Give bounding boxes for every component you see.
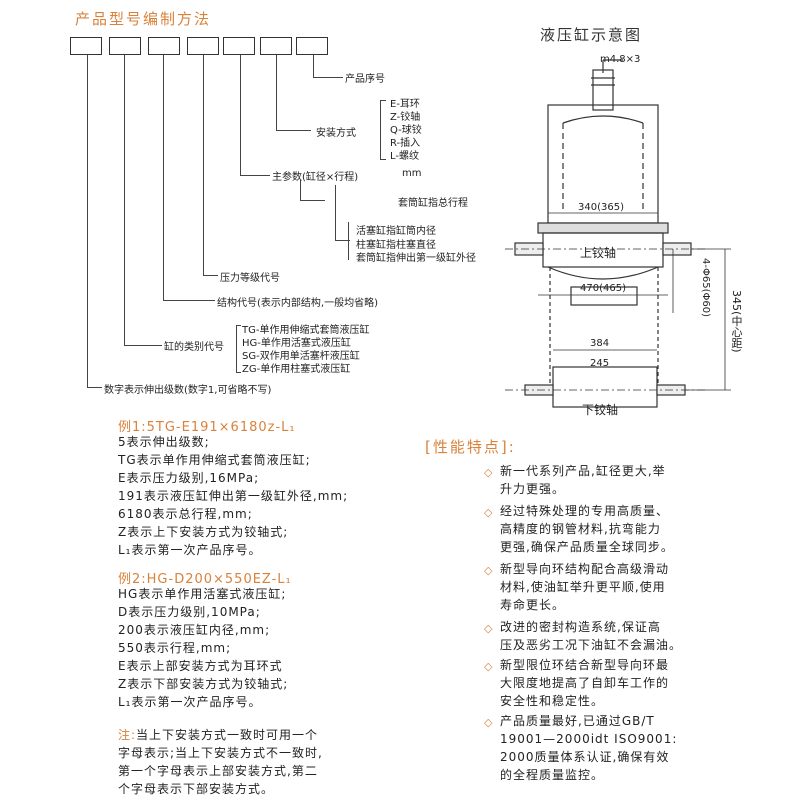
code-box-5 bbox=[223, 37, 255, 55]
mount-option-q: Q-球铰 bbox=[390, 125, 422, 136]
struct-code-label: 结构代号(表示内部结构,一般均省略) bbox=[217, 298, 378, 309]
dim-right-small-label: 4-Φ65(Φ60) bbox=[700, 258, 711, 317]
example2-line: HG表示单作用活塞式液压缸; bbox=[118, 587, 287, 601]
code-box-7 bbox=[296, 37, 328, 55]
example1-line: TG表示单作用伸缩式套筒液压缸; bbox=[118, 453, 311, 467]
mount-option-l: L-螺纹 bbox=[390, 151, 420, 162]
cyl-type-sg: SG-双作用单活塞杆液压缸 bbox=[242, 351, 360, 362]
diamond-bullet-icon: ◇ bbox=[484, 506, 494, 519]
example1-line: 6180表示总行程,mm; bbox=[118, 507, 253, 521]
example2-line: 550表示行程,mm; bbox=[118, 641, 232, 655]
feature-item: ◇ 经过特殊处理的专用高质量、 高精度的钢管材料,抗弯能力 更强,确保产品质量全… bbox=[484, 504, 674, 554]
example2-title: 例2:HG-D200×550EZ-L₁ bbox=[118, 572, 292, 587]
mount-label: 安装方式 bbox=[316, 128, 356, 139]
pressure-code-label: 压力等级代号 bbox=[220, 273, 280, 284]
main-param-label: 主参数(缸径×行程) bbox=[272, 172, 359, 183]
code-box-2 bbox=[109, 37, 141, 55]
code-box-4 bbox=[187, 37, 219, 55]
example2-line: E表示上部安装方式为耳环式 bbox=[118, 659, 283, 673]
product-seq-label: 产品序号 bbox=[345, 74, 385, 85]
diagram-title: 液压缸示意图 bbox=[540, 26, 643, 44]
note-line: 个字母表示下部安装方式。 bbox=[118, 782, 275, 796]
param-note-plunger: 柱塞缸指柱塞直径 bbox=[356, 240, 436, 251]
dim-384-label: 384 bbox=[590, 338, 610, 349]
features-title: [性能特点]: bbox=[425, 438, 516, 456]
diamond-bullet-icon: ◇ bbox=[484, 716, 494, 729]
diamond-bullet-icon: ◇ bbox=[484, 660, 494, 673]
mount-option-e: E-耳环 bbox=[390, 99, 420, 110]
feature-item: ◇ 新型限位环结合新型导向环最 大限度地提高了自卸车工作的 安全性和稳定性。 bbox=[484, 658, 670, 708]
diamond-bullet-icon: ◇ bbox=[484, 564, 494, 577]
stages-label: 数字表示伸出级数(数字1,可省略不写) bbox=[104, 385, 272, 396]
upper-pivot-label: 上铰轴 bbox=[580, 246, 617, 260]
dim-245-label: 245 bbox=[590, 358, 610, 369]
sleeve-stroke-note: 套筒缸指总行程 bbox=[398, 198, 468, 209]
dim-top-label: m4.8×3 bbox=[600, 54, 641, 65]
feature-item: ◇ 改进的密封构造系统,保证高 压及恶劣工况下油缸不会漏油。 bbox=[484, 620, 683, 652]
feature-item: ◇ 新型导向环结构配合高级滑动 材料,使油缸举升更平顺,使用 寿命更长。 bbox=[484, 562, 670, 612]
cyl-type-label: 缸的类别代号 bbox=[164, 342, 224, 353]
lower-pivot-label: 下铰轴 bbox=[582, 403, 619, 417]
feature-item: ◇ 新一代系列产品,缸径更大,举 升力更强。 bbox=[484, 464, 666, 496]
feature-item: ◇ 产品质量最好,已通过GB/T 19001—2000idt ISO9001: … bbox=[484, 714, 678, 782]
main-param-unit: mm bbox=[402, 168, 422, 179]
example1-line: 191表示液压缸伸出第一级缸外径,mm; bbox=[118, 489, 349, 503]
dim-470-label: 470(465) bbox=[580, 283, 626, 294]
cyl-type-tg: TG-单作用伸缩式套筒液压缸 bbox=[242, 325, 370, 336]
dim-right-big-label: 345(中心距) bbox=[730, 290, 743, 353]
code-box-1 bbox=[70, 37, 102, 55]
cylinder-diagram bbox=[505, 59, 731, 408]
mount-option-z: Z-铰轴 bbox=[390, 112, 421, 123]
example1-line: L₁表示第一次产品序号。 bbox=[118, 543, 262, 557]
example1-line: E表示压力级别,16MPa; bbox=[118, 471, 260, 485]
note-line: 字母表示;当上下安装方式不一致时, bbox=[118, 746, 323, 760]
diamond-bullet-icon: ◇ bbox=[484, 622, 494, 635]
diamond-bullet-icon: ◇ bbox=[484, 466, 494, 479]
mount-option-r: R-插入 bbox=[390, 138, 421, 149]
note-line: 当上下安装方式一致时可用一个 bbox=[136, 728, 319, 742]
note-block: 注:当上下安装方式一致时可用一个 字母表示;当上下安装方式不一致时, 第一个字母… bbox=[118, 726, 323, 798]
example1-title: 例1:5TG-E191×6180z-L₁ bbox=[118, 420, 296, 435]
example1-body: 5表示伸出级数; TG表示单作用伸缩式套筒液压缸; E表示压力级别,16MPa;… bbox=[118, 433, 348, 559]
example2-body: HG表示单作用活塞式液压缸; D表示压力级别,10MPa; 200表示液压缸内径… bbox=[118, 585, 288, 711]
cyl-type-zg: ZG-单作用柱塞式液压缸 bbox=[242, 364, 351, 375]
code-box-3 bbox=[148, 37, 180, 55]
example1-line: 5表示伸出级数; bbox=[118, 435, 210, 449]
example1-line: Z表示上下安装方式为铰轴式; bbox=[118, 525, 289, 539]
dim-340-label: 340(365) bbox=[578, 202, 624, 213]
param-note-sleeve: 套筒缸指伸出第一级缸外径 bbox=[356, 253, 476, 264]
example2-line: D表示压力级别,10MPa; bbox=[118, 605, 261, 619]
note-line: 第一个字母表示上部安装方式,第二 bbox=[118, 764, 318, 778]
code-box-6 bbox=[260, 37, 292, 55]
param-note-piston: 活塞缸指缸筒内径 bbox=[356, 226, 436, 237]
page-heading: 产品型号编制方法 bbox=[75, 10, 212, 28]
example2-line: Z表示下部安装方式为铰轴式; bbox=[118, 677, 289, 691]
note-prefix: 注: bbox=[118, 728, 137, 742]
example2-line: 200表示液压缸内径,mm; bbox=[118, 623, 271, 637]
example2-line: L₁表示第一次产品序号。 bbox=[118, 695, 262, 709]
cyl-type-hg: HG-单作用活塞式液压缸 bbox=[242, 338, 351, 349]
